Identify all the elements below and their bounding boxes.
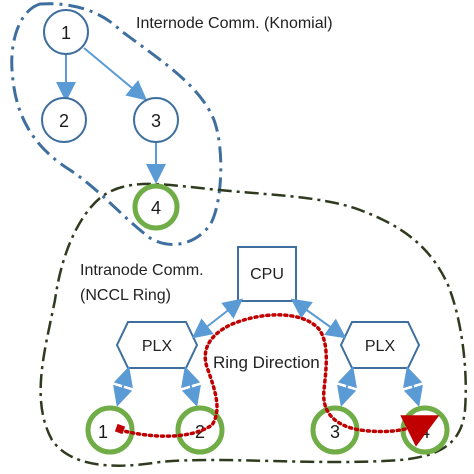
intranode-title-line1: Intranode Comm. <box>80 262 204 279</box>
internode-node-2: 2 <box>41 97 87 143</box>
gpu-node-3-label: 3 <box>330 422 340 442</box>
plx-right-label: PLX <box>365 338 396 355</box>
link-plx-right-gpu4 <box>403 366 423 407</box>
gpu-node-3: 3 <box>310 405 360 455</box>
plx-left: PLX <box>115 321 199 369</box>
intranode-title-line2: (NCCL Ring) <box>80 287 171 304</box>
intranode-boundary <box>39 182 468 467</box>
shared-node-4-label: 4 <box>151 198 161 218</box>
plx-left-label: PLX <box>142 338 173 355</box>
ring-start-marker <box>114 423 126 435</box>
link-plx-left-gpu2 <box>181 366 201 407</box>
gpu-node-1-label: 1 <box>98 422 108 442</box>
ring-direction-label: Ring Direction <box>213 353 320 372</box>
arrow-node1-to-node3 <box>83 47 148 101</box>
gpu-node-1: 1 <box>85 405 135 455</box>
internode-node-1-label: 1 <box>61 23 71 43</box>
link-cpu-plx-left <box>191 298 244 339</box>
link-plx-left-gpu1 <box>113 366 133 407</box>
internode-node-2-label: 2 <box>59 111 69 131</box>
internode-node-3-label: 3 <box>151 111 161 131</box>
cpu-box: CPU <box>237 246 297 302</box>
plx-right: PLX <box>339 321 421 369</box>
link-plx-right-gpu3 <box>337 366 357 407</box>
gpu-node-4: 4 <box>400 405 450 455</box>
shared-node-4: 4 <box>132 183 180 231</box>
cpu-label: CPU <box>250 266 284 283</box>
internode-title: Internode Comm. (Knomial) <box>136 15 333 32</box>
internode-node-1: 1 <box>43 9 89 55</box>
link-cpu-plx-right <box>290 298 347 339</box>
ring-direction-path <box>118 313 440 447</box>
internode-node-3: 3 <box>133 97 179 143</box>
